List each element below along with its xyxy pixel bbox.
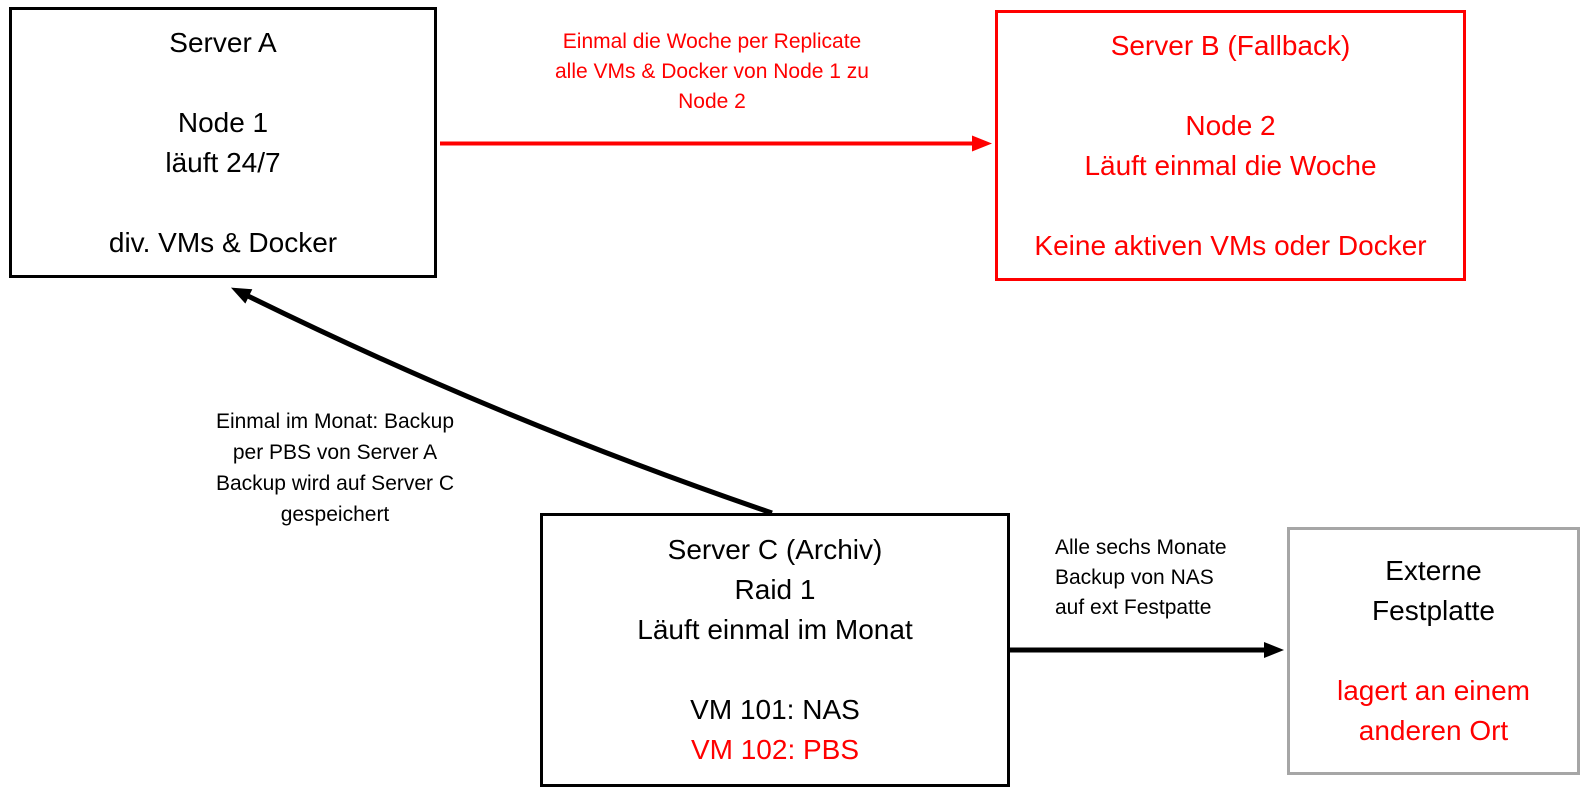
replication-label-line-3: Node 2	[678, 90, 746, 113]
replication-arrow-label: Einmal die Woche per Replicate alle VMs …	[497, 27, 927, 117]
server-c-raid: Raid 1	[734, 574, 816, 605]
server-b-title: Server B (Fallback)	[1110, 29, 1351, 61]
pbs-label-line-2: per PBS von Server A	[232, 441, 438, 464]
pbs-label-line-4: gespeichert	[280, 503, 390, 526]
pbs-backup-arrow-label: Einmal im Monat: Backup per PBS von Serv…	[155, 406, 515, 530]
nas-label-line-3: auf ext Festpatte	[1055, 596, 1212, 619]
nas-label-line-2: Backup von NAS	[1055, 566, 1214, 589]
external-drive-box: Externe Festplatte lagert an einem ander…	[1287, 527, 1580, 775]
server-a-title: Server A	[169, 26, 277, 58]
nas-label-line-1: Alle sechs Monate	[1055, 536, 1227, 559]
external-drive-location-1: lagert an einem	[1336, 675, 1530, 706]
server-b-node: Node 2	[1185, 109, 1276, 141]
server-c-vm102: VM 102: PBS	[690, 734, 860, 765]
server-b-uptime: Läuft einmal die Woche	[1084, 149, 1377, 181]
server-a-workloads: div. VMs & Docker	[108, 226, 338, 258]
nas-backup-arrow-label: Alle sechs Monate Backup von NAS auf ext…	[1055, 533, 1315, 623]
pbs-label-line-1: Einmal im Monat: Backup	[215, 410, 455, 433]
external-drive-location-2: anderen Ort	[1358, 715, 1509, 746]
server-a-box: Server A Node 1 läuft 24/7 div. VMs & Do…	[9, 7, 437, 278]
server-b-box: Server B (Fallback) Node 2 Läuft einmal …	[995, 10, 1466, 281]
server-c-uptime: Läuft einmal im Monat	[637, 614, 913, 645]
server-c-box: Server C (Archiv) Raid 1 Läuft einmal im…	[540, 513, 1010, 787]
server-c-title: Server C (Archiv)	[667, 534, 883, 565]
external-drive-title-1: Externe	[1385, 555, 1482, 586]
server-a-node: Node 1	[177, 106, 269, 138]
replication-label-line-2: alle VMs & Docker von Node 1 zu	[555, 60, 869, 83]
server-a-uptime: läuft 24/7	[165, 146, 281, 178]
server-b-workloads: Keine aktiven VMs oder Docker	[1034, 229, 1427, 261]
server-c-vm101: VM 101: NAS	[690, 694, 860, 725]
pbs-label-line-3: Backup wird auf Server C	[215, 472, 455, 495]
replication-label-line-1: Einmal die Woche per Replicate	[562, 30, 862, 53]
external-drive-title-2: Festplatte	[1372, 595, 1495, 626]
